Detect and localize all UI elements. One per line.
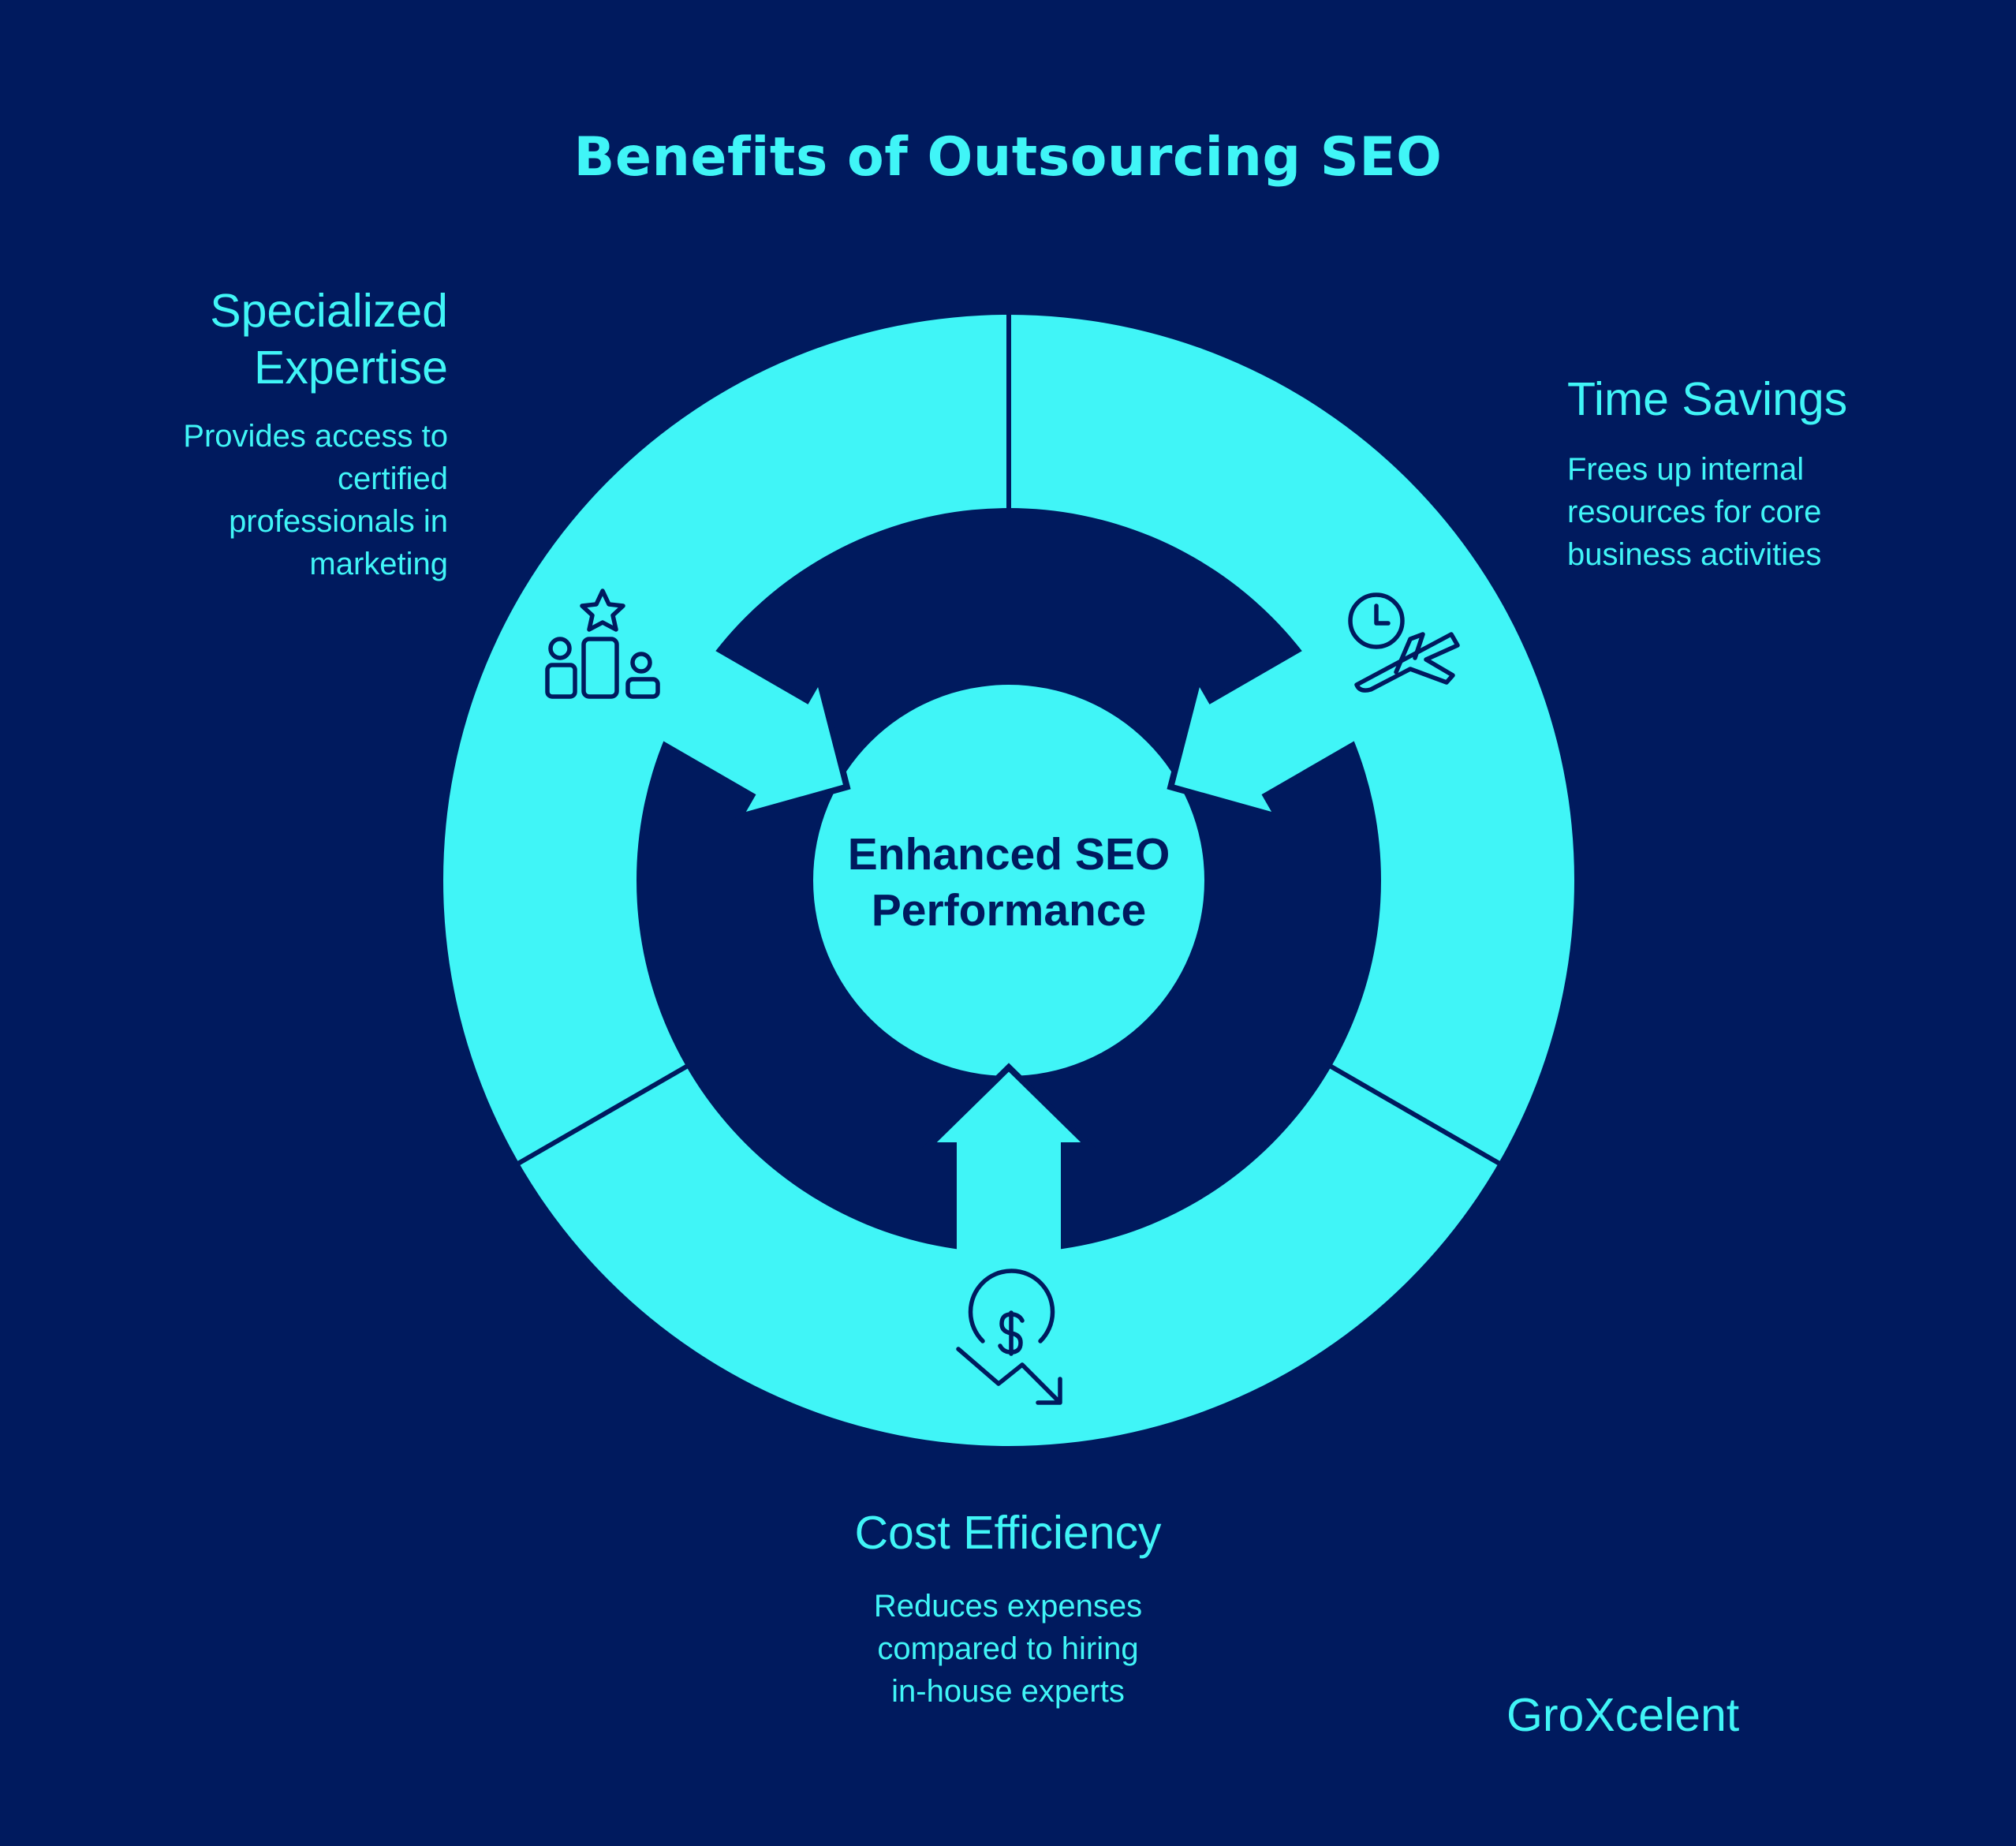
description-line: compared to hiring [877, 1631, 1139, 1666]
separator-lower-left [515, 1063, 689, 1167]
segment-cost-efficiency: Cost Efficiency Reduces expenses compare… [771, 1504, 1245, 1713]
dollar-down-trend-icon [956, 1269, 1062, 1405]
podium-star-icon [545, 589, 660, 699]
description-line: resources for core [1567, 495, 1822, 529]
segment-description: Provides access to certified professiona… [6, 415, 448, 585]
description-line: Frees up internal [1567, 452, 1805, 487]
brand-wordmark: GroXcelent [1506, 1689, 1740, 1741]
heading-line-1: Specialized [210, 285, 448, 337]
center-label-line-1: Enhanced SEO [847, 829, 1170, 880]
segment-heading: Cost Efficiency [771, 1504, 1245, 1561]
description-line: marketing [309, 547, 448, 581]
segment-description: Reduces expenses compared to hiring in-h… [771, 1585, 1245, 1713]
center-label: Enhanced SEO Performance [812, 827, 1206, 939]
clock-airplane-icon [1348, 592, 1460, 693]
center-label-line-2: Performance [871, 885, 1147, 936]
separator-lower-right [1328, 1063, 1503, 1167]
arrow-cost-efficiency [921, 1063, 1096, 1278]
segment-heading: Specialized Expertise [6, 282, 448, 396]
outer-ring [443, 315, 1574, 1446]
heading-line-1: Time Savings [1567, 373, 1848, 425]
segment-heading: Time Savings [1567, 371, 1977, 428]
description-line: in-house experts [891, 1674, 1125, 1709]
center-circle [813, 685, 1204, 1076]
description-line: professionals in [229, 504, 448, 539]
description-line: certified [337, 462, 448, 496]
description-line: business activities [1567, 537, 1822, 572]
description-line: Reduces expenses [873, 1589, 1143, 1624]
page-title: Benefits of Outsourcing SEO [573, 126, 1443, 189]
heading-line-2: Expertise [254, 342, 448, 394]
segment-description: Frees up internal resources for core bus… [1567, 448, 1977, 576]
heading-line-1: Cost Efficiency [854, 1507, 1162, 1559]
description-line: Provides access to [183, 419, 448, 454]
segment-time-savings: Time Savings Frees up internal resources… [1567, 371, 1977, 576]
segment-specialized-expertise: Specialized Expertise Provides access to… [6, 282, 448, 585]
